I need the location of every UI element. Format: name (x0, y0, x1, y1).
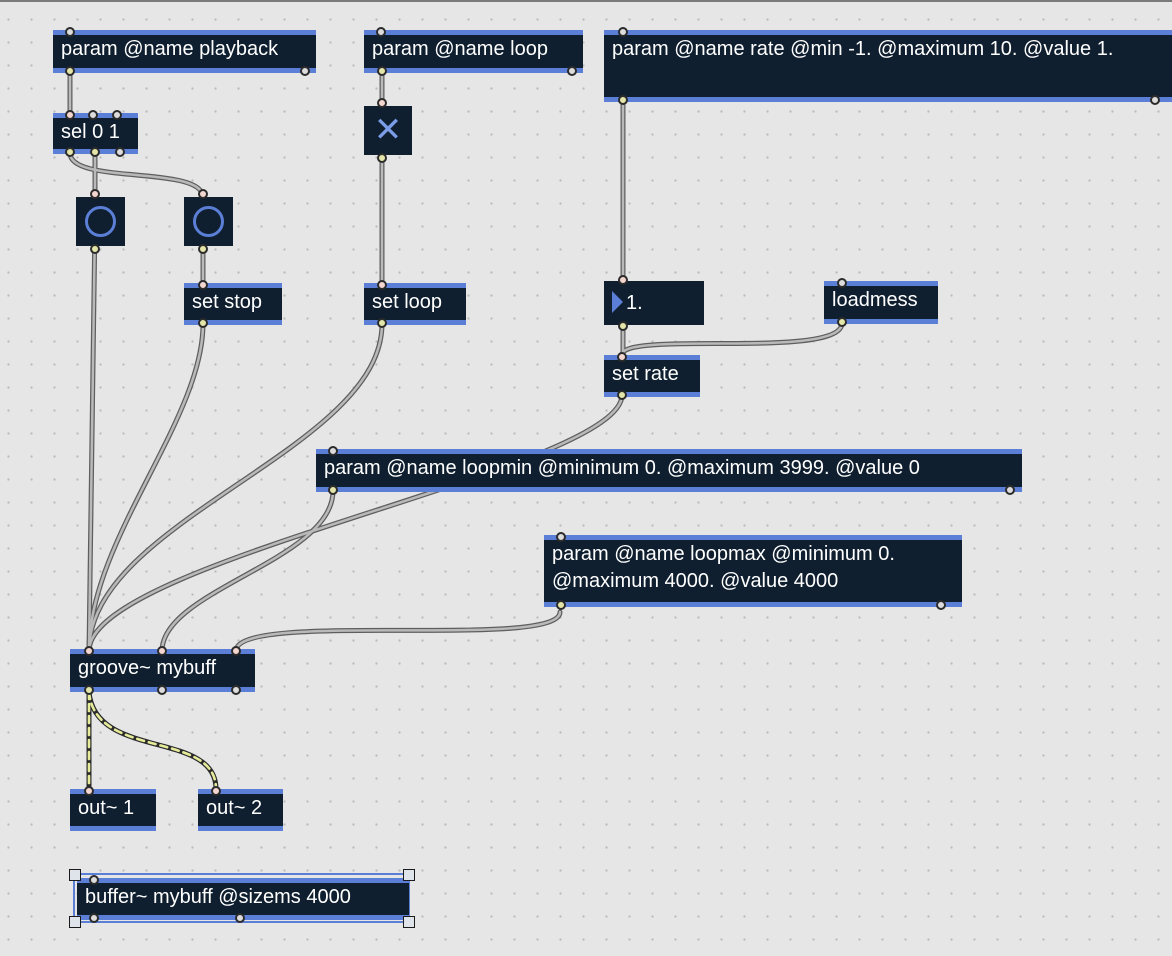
set-loop-text: set loop (372, 291, 443, 313)
x-toggle-icon: ✕ (373, 111, 403, 149)
param-loopmax-text: param @name loopmax @minimum 0. @maximum… (552, 543, 895, 592)
inlet[interactable] (89, 875, 99, 885)
inlet[interactable] (837, 278, 847, 288)
outlet[interactable] (198, 244, 208, 254)
outlet[interactable] (377, 66, 387, 76)
out2-object[interactable]: out~ 2 (198, 786, 283, 831)
inlet[interactable] (377, 98, 387, 108)
window-top-edge (0, 0, 1172, 2)
outlet[interactable] (65, 66, 75, 76)
outlet[interactable] (556, 600, 566, 610)
outlet[interactable] (1150, 95, 1160, 105)
cord-setstop-to-groove (86, 321, 206, 654)
sel-text: sel 0 1 (61, 121, 120, 143)
outlet[interactable] (300, 66, 310, 76)
outlet[interactable] (157, 685, 167, 695)
outlet[interactable] (618, 321, 628, 331)
outlet[interactable] (235, 913, 245, 923)
rate-number-value: 1. (626, 292, 643, 314)
param-loopmin-object[interactable]: param @name loopmin @minimum 0. @maximum… (316, 446, 1022, 495)
set-rate-text: set rate (612, 363, 679, 385)
param-playback-object[interactable]: param @name playback (53, 27, 316, 76)
set-stop-text: set stop (192, 291, 263, 313)
loadmess-object[interactable]: loadmess (824, 278, 938, 327)
resize-handle-top-left[interactable] (69, 869, 81, 881)
cord-loopmax-to-groove (233, 609, 563, 654)
param-rate-text: param @name rate @min -1. @maximum 10. @… (612, 38, 1114, 60)
resize-handle-bottom-left[interactable] (69, 916, 81, 928)
param-loop-object[interactable]: param @name loop (364, 27, 583, 76)
param-rate-object[interactable]: param @name rate @min -1. @maximum 10. @… (604, 27, 1172, 105)
inlet[interactable] (65, 110, 75, 120)
inlet[interactable] (198, 280, 208, 290)
outlet[interactable] (84, 685, 94, 695)
groove-object[interactable]: groove~ mybuff (70, 646, 255, 695)
inlet[interactable] (617, 352, 627, 362)
rate-number-box[interactable]: 1. (604, 275, 704, 331)
bang-button-0[interactable] (76, 189, 125, 254)
set-rate-message[interactable]: set rate (604, 352, 700, 400)
inlet[interactable] (231, 646, 241, 656)
loadmess-text: loadmess (832, 289, 918, 311)
resize-handle-top-right[interactable] (403, 869, 415, 881)
inlet[interactable] (90, 189, 100, 199)
inlet[interactable] (377, 280, 387, 290)
param-playback-text: param @name playback (61, 38, 279, 60)
outlet[interactable] (198, 318, 208, 328)
cord-loopmin-to-groove (159, 488, 336, 654)
outlet[interactable] (328, 485, 338, 495)
resize-handle-bottom-right[interactable] (403, 916, 415, 928)
inlet[interactable] (211, 786, 221, 796)
outlet[interactable] (567, 66, 577, 76)
circle-bang-icon (85, 206, 116, 237)
param-loopmin-text: param @name loopmin @minimum 0. @maximum… (324, 457, 920, 479)
inlet[interactable] (556, 532, 566, 542)
signal-cord-groove-to-out2 (86, 689, 219, 792)
outlet[interactable] (618, 95, 628, 105)
inlet[interactable] (88, 110, 98, 120)
loop-toggle[interactable]: ✕ (364, 98, 412, 163)
inlet[interactable] (84, 786, 94, 796)
inlet[interactable] (618, 27, 628, 37)
set-stop-message[interactable]: set stop (184, 280, 282, 328)
outlet[interactable] (89, 913, 99, 923)
outlet[interactable] (90, 147, 100, 157)
set-loop-message[interactable]: set loop (364, 280, 466, 328)
out1-text: out~ 1 (78, 797, 135, 819)
outlet[interactable] (231, 685, 241, 695)
outlet[interactable] (617, 390, 627, 400)
inlet[interactable] (328, 446, 338, 456)
outlet[interactable] (377, 318, 387, 328)
triangle-number-icon (612, 291, 623, 313)
inlet[interactable] (157, 646, 167, 656)
param-loopmax-object[interactable]: param @name loopmax @minimum 0. @maximum… (544, 532, 962, 610)
inlet[interactable] (84, 646, 94, 656)
out2-text: out~ 2 (206, 797, 263, 819)
outlet[interactable] (936, 600, 946, 610)
cord-setrate-to-groove (86, 392, 625, 654)
circle-bang-icon (193, 206, 224, 237)
outlet[interactable] (65, 147, 75, 157)
inlet[interactable] (198, 189, 208, 199)
outlet[interactable] (90, 244, 100, 254)
cord-button1-to-groove (86, 219, 98, 654)
outlet[interactable] (115, 147, 125, 157)
out1-object[interactable]: out~ 1 (70, 786, 156, 831)
sel-object[interactable]: sel 0 1 (53, 110, 138, 157)
cord-loadmess-to-setrate (619, 320, 845, 358)
groove-text: groove~ mybuff (78, 657, 217, 679)
buffer-object[interactable]: buffer~ mybuff @sizems 4000 (77, 875, 409, 923)
param-loop-text: param @name loop (372, 38, 548, 60)
inlet[interactable] (376, 27, 386, 37)
inlet[interactable] (65, 27, 75, 37)
inlet[interactable] (618, 275, 628, 285)
bang-button-1[interactable] (184, 189, 233, 254)
buffer-text: buffer~ mybuff @sizems 4000 (85, 886, 351, 908)
inlet[interactable] (112, 110, 122, 120)
outlet[interactable] (837, 317, 847, 327)
outlet[interactable] (1005, 485, 1015, 495)
outlet[interactable] (377, 153, 387, 163)
